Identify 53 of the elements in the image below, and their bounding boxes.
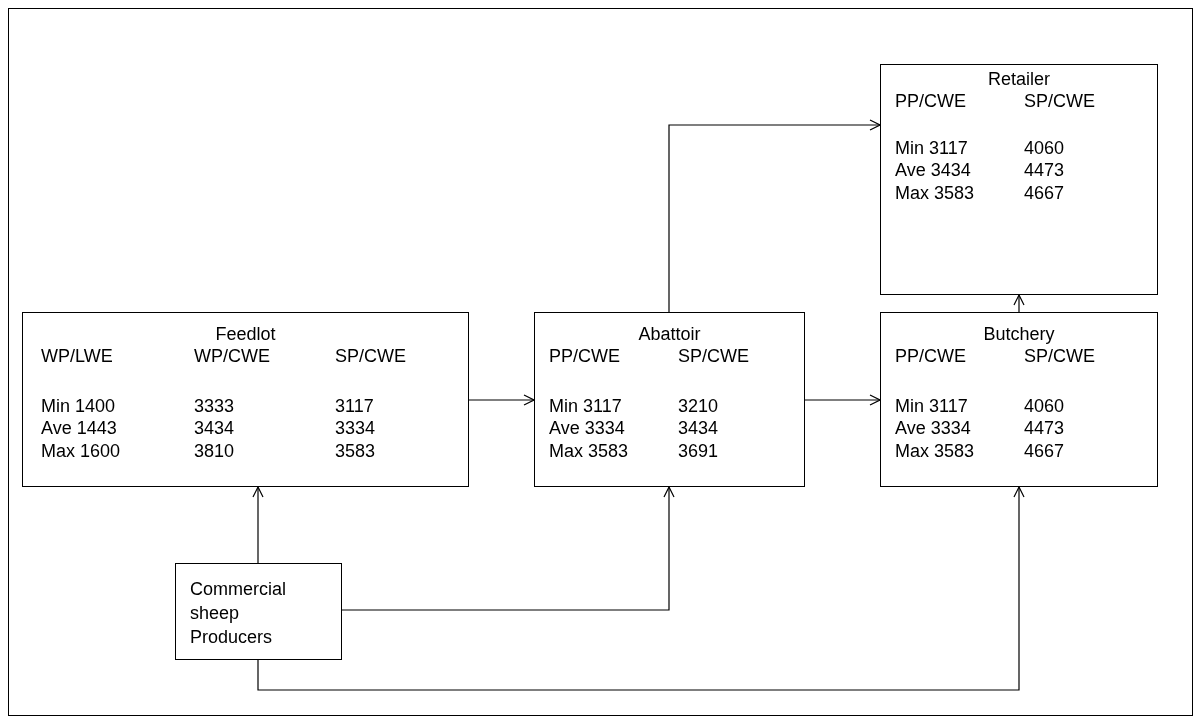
column-header: WP/LWE xyxy=(41,345,113,367)
box-title: Retailer xyxy=(987,68,1051,90)
process-box xyxy=(880,312,1158,487)
table-cell: 3333 xyxy=(194,395,235,417)
column-header: PP/CWE xyxy=(895,345,966,367)
table-cell: 4667 xyxy=(1024,440,1065,462)
process-box xyxy=(880,64,1158,295)
table-cell: 4473 xyxy=(1024,417,1065,439)
table-cell: 4473 xyxy=(1024,159,1065,181)
arrow xyxy=(1013,294,1025,313)
table-cell: Min 1400 xyxy=(41,395,116,417)
column-header: PP/CWE xyxy=(895,90,966,112)
table-cell: 3691 xyxy=(678,440,719,462)
table-cell: 3434 xyxy=(194,417,235,439)
table-cell: 3810 xyxy=(194,440,235,462)
arrow xyxy=(468,394,535,406)
table-cell: Ave 3434 xyxy=(895,159,971,181)
arrow xyxy=(252,486,264,564)
table-cell: 3434 xyxy=(678,417,719,439)
box-title: Abattoir xyxy=(637,323,702,345)
column-header: SP/CWE xyxy=(1024,345,1095,367)
table-cell: Min 3117 xyxy=(549,395,622,417)
table-cell: Max 1600 xyxy=(41,440,121,462)
table-cell: Min 3117 xyxy=(895,137,968,159)
column-header: SP/CWE xyxy=(678,345,749,367)
column-header: SP/CWE xyxy=(335,345,406,367)
table-cell: Max 3583 xyxy=(895,440,975,462)
table-cell: 3334 xyxy=(335,417,376,439)
box-label: Commercial sheep Producers xyxy=(190,578,287,649)
table-cell: 3117 xyxy=(335,395,374,417)
table-cell: 4060 xyxy=(1024,137,1065,159)
box-title: Feedlot xyxy=(214,323,277,345)
table-cell: Ave 3334 xyxy=(549,417,625,439)
table-cell: 3583 xyxy=(335,440,376,462)
process-box xyxy=(534,312,805,487)
column-header: WP/CWE xyxy=(194,345,270,367)
arrow xyxy=(668,119,881,313)
arrow xyxy=(804,394,881,406)
process-box xyxy=(22,312,469,487)
box-title: Butchery xyxy=(982,323,1056,345)
table-cell: 3210 xyxy=(678,395,719,417)
table-cell: 4060 xyxy=(1024,395,1065,417)
column-header: PP/CWE xyxy=(549,345,620,367)
arrow xyxy=(341,486,675,611)
process-box xyxy=(175,563,342,660)
table-cell: Ave 3334 xyxy=(895,417,971,439)
table-cell: 4667 xyxy=(1024,182,1065,204)
table-cell: Max 3583 xyxy=(895,182,975,204)
table-cell: Ave 1443 xyxy=(41,417,117,439)
arrow xyxy=(257,486,1025,691)
table-cell: Max 3583 xyxy=(549,440,629,462)
column-header: SP/CWE xyxy=(1024,90,1095,112)
table-cell: Min 3117 xyxy=(895,395,968,417)
